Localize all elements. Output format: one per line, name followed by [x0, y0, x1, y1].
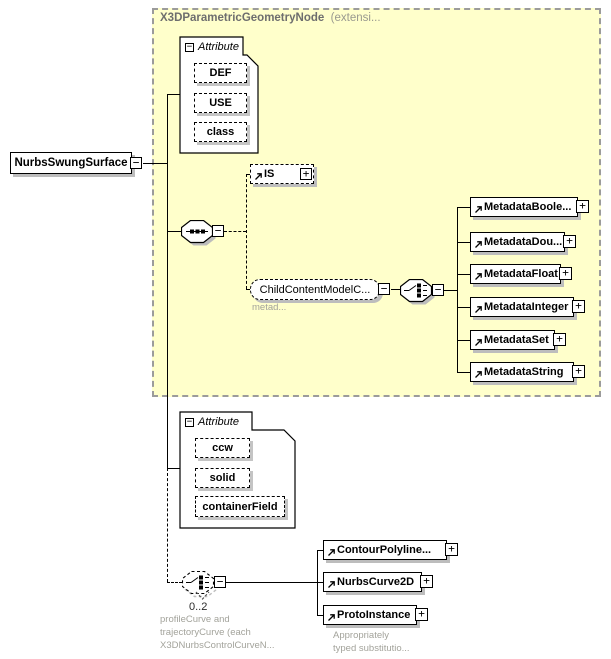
- expand-toggle-metadatainteger[interactable]: +: [572, 300, 585, 313]
- element-metadataboolean[interactable]: MetadataBoole...: [470, 197, 578, 217]
- connector-line: [457, 372, 470, 373]
- connector-line: [226, 582, 317, 583]
- connector-line: [457, 340, 470, 341]
- base-type-name: X3DParametricGeometryNode: [160, 12, 325, 24]
- attribute-def[interactable]: DEF: [194, 63, 247, 83]
- collapse-toggle-icon[interactable]: −: [185, 41, 194, 52]
- element-is[interactable]: IS: [250, 164, 314, 184]
- element-nurbsswungsurface[interactable]: NurbsSwungSurface: [10, 152, 132, 174]
- connector-line: [167, 231, 181, 232]
- connector-line: [224, 231, 246, 232]
- reference-arrow-icon: [475, 339, 482, 346]
- element-metadatainteger[interactable]: MetadataInteger: [470, 297, 574, 317]
- connector-line: [167, 468, 180, 469]
- attribute-group-label: − Attribute: [185, 416, 239, 428]
- connector-line: [143, 163, 167, 164]
- occurrence-chevron-icon: [195, 591, 210, 600]
- collapse-toggle-curve-choice[interactable]: −: [214, 576, 226, 588]
- collapse-toggle-childcontentmodel[interactable]: −: [378, 283, 390, 295]
- attribute-containerfield[interactable]: containerField: [195, 496, 285, 517]
- reference-arrow-icon: [475, 241, 482, 248]
- occurrence-range: 0..2: [189, 601, 208, 613]
- choice-icon-optional[interactable]: [182, 571, 219, 599]
- attribute-use[interactable]: USE: [194, 93, 247, 113]
- attribute-class[interactable]: class: [194, 122, 247, 142]
- expand-toggle-is[interactable]: +: [300, 168, 312, 180]
- reference-arrow-icon: [328, 614, 335, 621]
- expand-toggle-metadataset[interactable]: +: [553, 333, 566, 346]
- connector-line: [444, 290, 457, 291]
- expand-toggle-metadatastring[interactable]: +: [572, 365, 585, 378]
- element-metadataset[interactable]: MetadataSet: [470, 330, 555, 350]
- reference-arrow-icon: [328, 549, 335, 556]
- reference-arrow-icon: [328, 581, 335, 588]
- connector-line: [246, 174, 250, 175]
- choice-icon[interactable]: [400, 279, 437, 307]
- attribute-ccw[interactable]: ccw: [195, 438, 250, 458]
- expand-toggle-nurbscurve2d[interactable]: +: [420, 575, 433, 588]
- connector-line: [391, 289, 400, 290]
- collapse-toggle-nurbsswungsurface[interactable]: −: [130, 157, 142, 169]
- protoinstance-caption: Appropriately typed substitutio...: [333, 630, 410, 654]
- reference-arrow-icon: [475, 273, 482, 280]
- connector-line: [457, 242, 470, 243]
- sequence-icon[interactable]: [181, 220, 218, 248]
- element-metadatadouble[interactable]: MetadataDou...: [470, 232, 565, 252]
- reference-arrow-icon: [475, 306, 482, 313]
- attribute-group-label: − Attribute: [185, 41, 239, 53]
- reference-arrow-icon: [475, 206, 482, 213]
- connector-line: [167, 94, 168, 468]
- collapse-toggle-choice[interactable]: −: [432, 284, 444, 296]
- collapse-toggle-icon[interactable]: −: [185, 416, 194, 427]
- connector-line: [246, 174, 247, 289]
- reference-arrow-icon: [255, 173, 262, 180]
- connector-line: [167, 468, 168, 582]
- expand-toggle-metadatadouble[interactable]: +: [563, 235, 576, 248]
- connector-line: [246, 289, 250, 290]
- connector-line: [457, 307, 470, 308]
- element-protoinstance[interactable]: ProtoInstance: [323, 605, 417, 625]
- connector-line: [317, 582, 323, 583]
- connector-line: [457, 274, 470, 275]
- group-childcontentmodel[interactable]: ChildContentModelC...: [250, 279, 380, 300]
- connector-line: [167, 94, 180, 95]
- element-metadatastring[interactable]: MetadataString: [470, 362, 574, 382]
- element-nurbscurve2d[interactable]: NurbsCurve2D: [323, 572, 422, 592]
- element-contourpolyline[interactable]: ContourPolyline...: [323, 540, 447, 560]
- element-metadatafloat[interactable]: MetadataFloat: [470, 264, 561, 284]
- expand-toggle-protoinstance[interactable]: +: [415, 608, 428, 621]
- attribute-solid[interactable]: solid: [195, 468, 250, 488]
- expand-toggle-contourpolyline[interactable]: +: [445, 543, 458, 556]
- base-type-title: X3DParametricGeometryNode (extensi...: [160, 12, 381, 24]
- collapse-toggle-sequence[interactable]: −: [212, 225, 224, 237]
- expand-toggle-metadatafloat[interactable]: +: [559, 267, 572, 280]
- connector-line: [317, 550, 323, 551]
- connector-line: [317, 615, 323, 616]
- connector-line: [167, 582, 182, 583]
- connector-line: [457, 207, 458, 372]
- group-caption: metad...: [252, 302, 287, 313]
- connector-line: [457, 207, 470, 208]
- curve-choice-caption: profileCurve and trajectoryCurve (each X…: [160, 614, 275, 651]
- reference-arrow-icon: [475, 371, 482, 378]
- expand-toggle-metadataboolean[interactable]: +: [576, 200, 589, 213]
